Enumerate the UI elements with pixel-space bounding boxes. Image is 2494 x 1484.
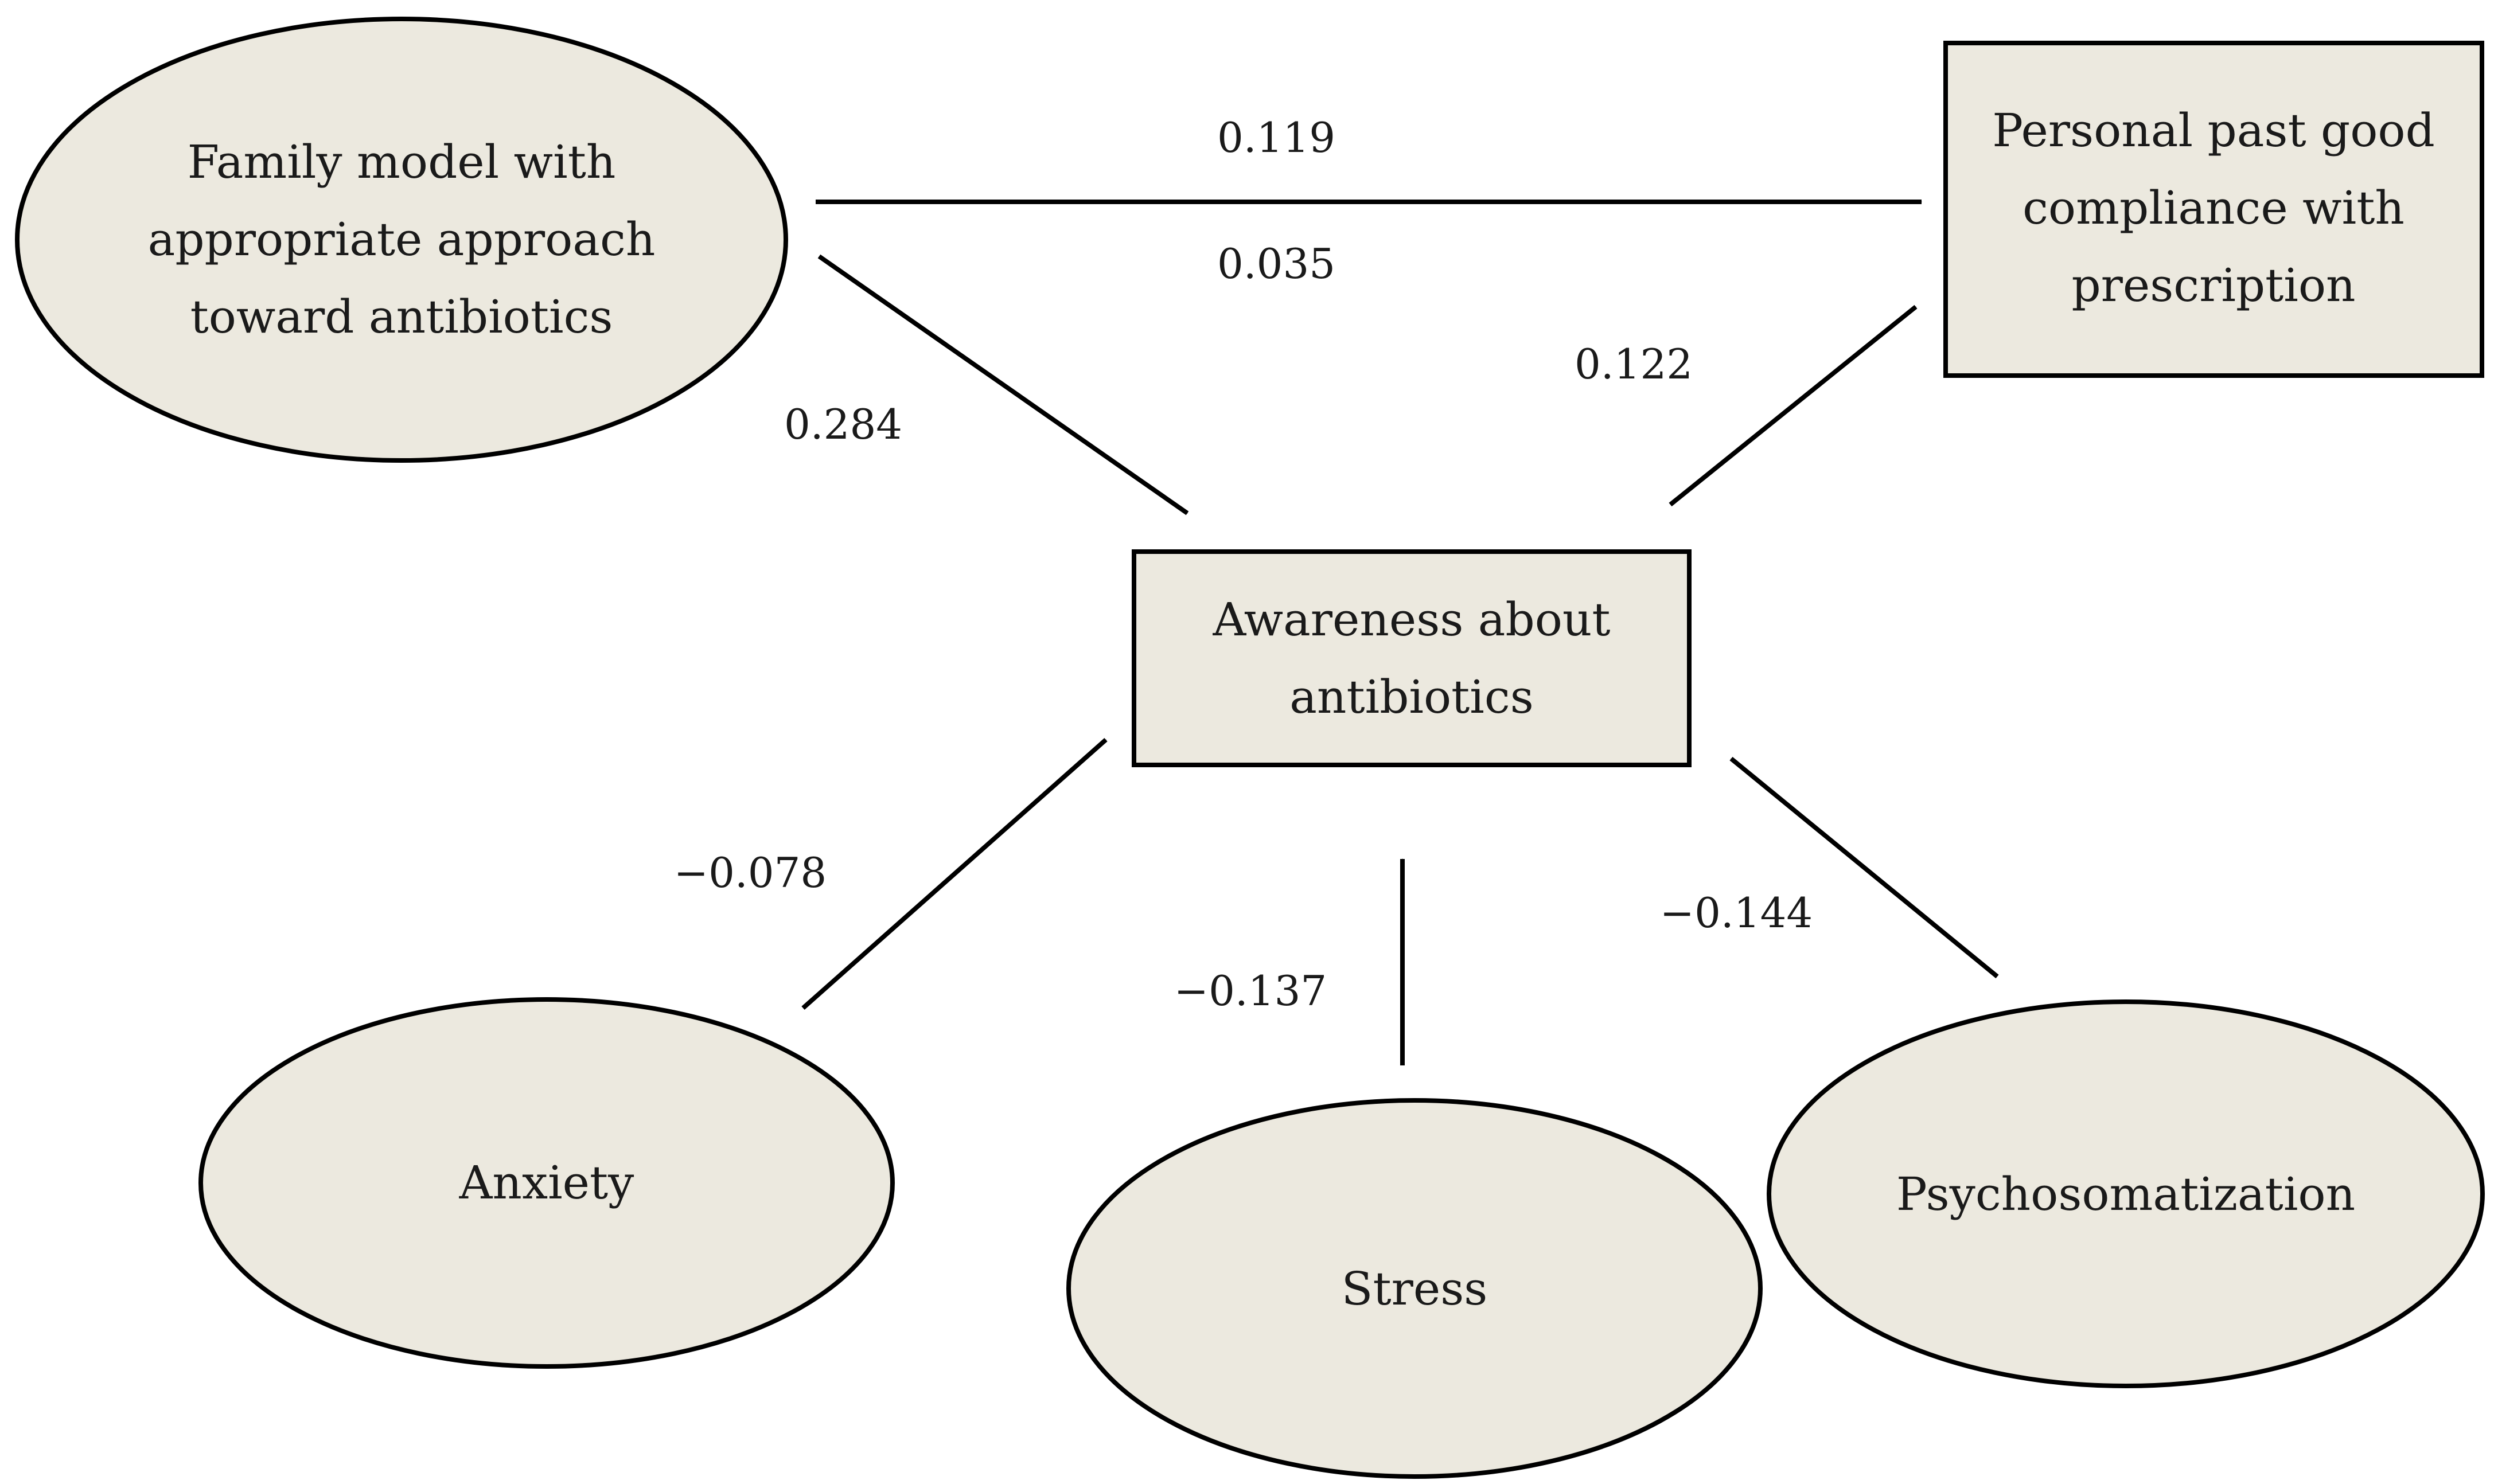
node-stress-line-1: Stress [1342, 1262, 1488, 1315]
edge-family-to-awareness [817, 254, 1189, 516]
coef-anxiety-awareness: −0.078 [674, 849, 827, 897]
node-psychosomatization-line-1: Psychosomatization [1896, 1167, 2355, 1221]
coef-family-awareness: 0.284 [784, 400, 902, 448]
edge-awareness-to-compliance [1669, 304, 1918, 507]
node-awareness-line-2: antibiotics [1289, 670, 1534, 724]
node-anxiety: Anxiety [198, 997, 895, 1369]
coef-psychosomatization-awareness: −0.144 [1660, 889, 1813, 937]
node-psychosomatization: Psychosomatization [1767, 999, 2485, 1388]
node-family-model: Family model with appropriate approach t… [15, 17, 788, 463]
node-anxiety-line-1: Anxiety [459, 1156, 634, 1209]
node-family-model-line-1: Family model with [188, 135, 616, 189]
coef-stress-awareness: −0.137 [1174, 967, 1327, 1015]
edge-psychosomatization-to-awareness [1729, 756, 1999, 979]
node-compliance-line-3: prescription [2071, 259, 2355, 312]
node-family-model-line-2: appropriate approach [148, 213, 656, 266]
node-awareness: Awareness about antibiotics [1132, 549, 1692, 767]
coef-family-compliance-1: 0.119 [1217, 114, 1335, 162]
node-family-model-line-3: toward antibiotics [190, 290, 613, 343]
node-awareness-line-1: Awareness about [1212, 593, 1610, 646]
coef-family-compliance-2: 0.035 [1217, 240, 1335, 288]
coef-awareness-compliance: 0.122 [1575, 340, 1693, 388]
edge-anxiety-to-awareness [801, 738, 1108, 1010]
node-stress: Stress [1066, 1098, 1763, 1479]
node-compliance: Personal past good compliance with presc… [1943, 41, 2484, 378]
node-compliance-line-1: Personal past good [1992, 104, 2435, 157]
node-compliance-line-2: compliance with [2023, 181, 2405, 235]
